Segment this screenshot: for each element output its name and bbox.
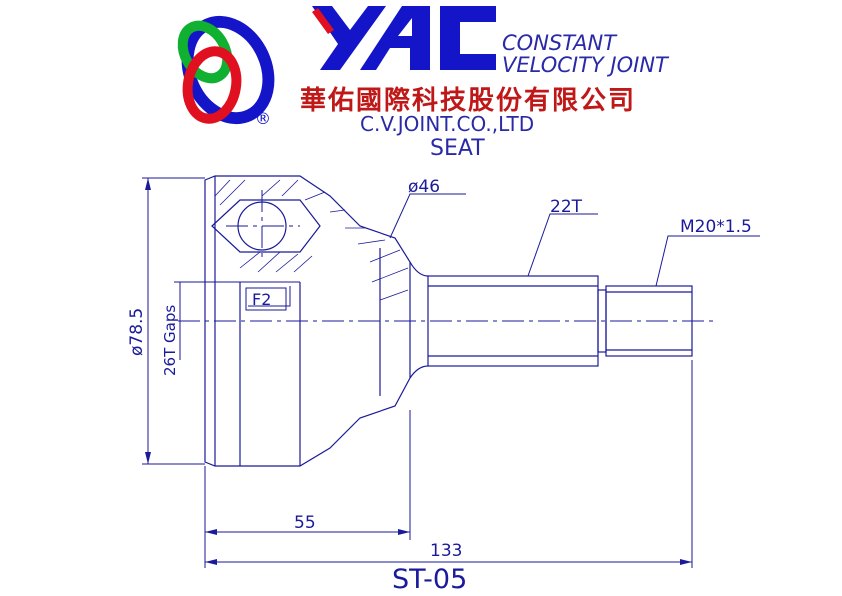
logo-yac — [312, 6, 496, 70]
seal-diameter-label: ø46 — [408, 177, 440, 197]
registered-mark: ® — [255, 109, 271, 128]
logo-mark — [177, 15, 275, 125]
dimension-arrows — [145, 178, 692, 565]
center-line — [178, 190, 716, 322]
company-chinese-name: 華佑國際科技股份有限公司 — [300, 86, 637, 116]
f-reference-label: F2 — [252, 290, 271, 309]
spline-teeth-label: 22T — [550, 197, 583, 217]
part-number: ST-05 — [392, 564, 468, 595]
model-title: SEAT — [430, 136, 485, 161]
total-length-label: 133 — [430, 541, 462, 561]
body-length-label: 55 — [294, 513, 316, 533]
outer-diameter-label: ø78.5 — [127, 308, 147, 356]
dimension-lines — [142, 177, 760, 568]
tagline-line2: VELOCITY JOINT — [502, 53, 668, 77]
gaps-label: 26T Gaps — [161, 305, 179, 376]
tagline-line1: CONSTANT — [502, 31, 617, 55]
company-english-name: C.V.JOINT.CO.,LTD — [360, 112, 535, 136]
thread-spec-label: M20*1.5 — [680, 217, 752, 237]
section-hatch — [214, 179, 409, 301]
